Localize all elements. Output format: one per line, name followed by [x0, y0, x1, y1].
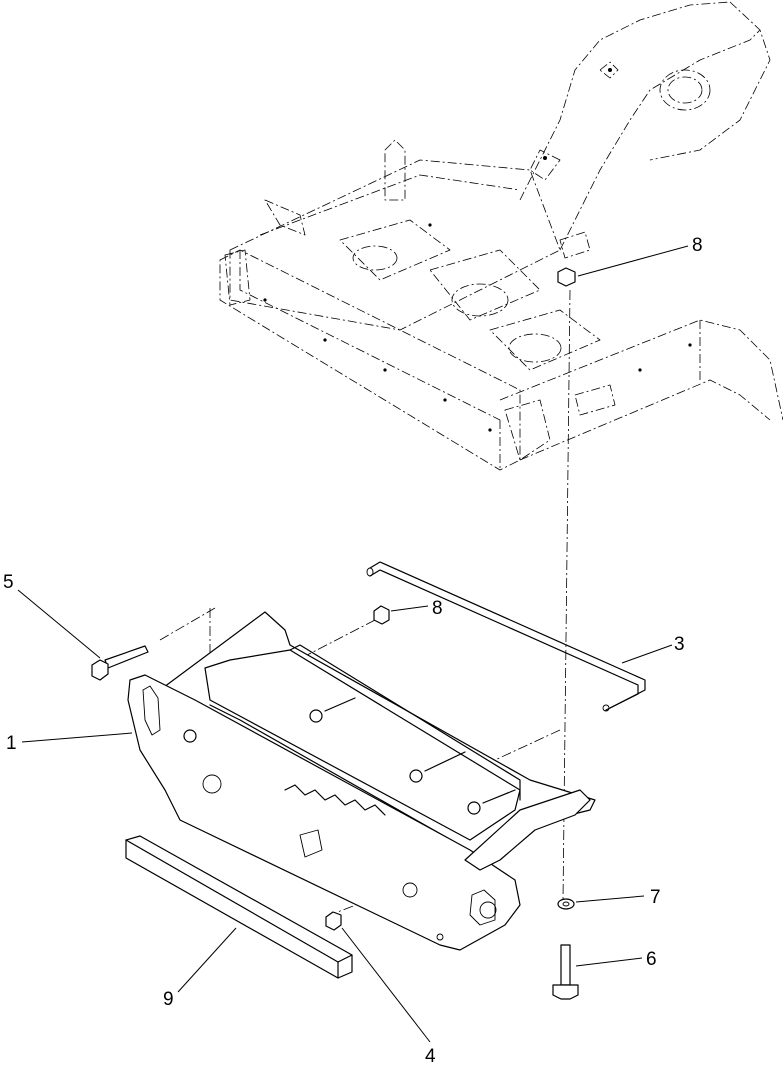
- leader-7: [575, 895, 645, 903]
- callout-8-upper: 8: [692, 235, 703, 256]
- callout-6: 6: [646, 949, 657, 970]
- part-mount-bracket: [127, 611, 596, 951]
- leader-8-lower: [390, 605, 429, 612]
- leader-3: [621, 644, 673, 664]
- part-nut-8-upper: [557, 267, 576, 287]
- part-pad: [125, 835, 353, 979]
- callout-4: 4: [425, 1046, 436, 1067]
- part-rod: [366, 561, 646, 712]
- leader-1: [21, 732, 133, 743]
- part-washer-7: [557, 898, 575, 910]
- leader-4: [341, 927, 431, 1043]
- callout-5: 5: [3, 572, 14, 593]
- part-bolt-6: [552, 944, 579, 1000]
- part-nut-8-lower: [373, 605, 390, 625]
- callout-3: 3: [674, 634, 685, 655]
- part-nut-4: [325, 911, 342, 931]
- callout-7: 7: [650, 887, 661, 908]
- leader-8-upper: [577, 245, 689, 277]
- frame-phantom: [219, 1, 783, 471]
- leader-lines: [17, 245, 689, 1043]
- leader-5: [17, 589, 101, 659]
- callout-labels: 1 3 4 5 6 7 8 8 9: [3, 235, 703, 1067]
- callout-9: 9: [163, 989, 174, 1010]
- leader-9: [177, 927, 237, 993]
- callout-1: 1: [6, 733, 17, 754]
- leader-6: [575, 957, 643, 967]
- callout-8-lower: 8: [432, 598, 443, 619]
- part-bolt-5: [91, 645, 149, 681]
